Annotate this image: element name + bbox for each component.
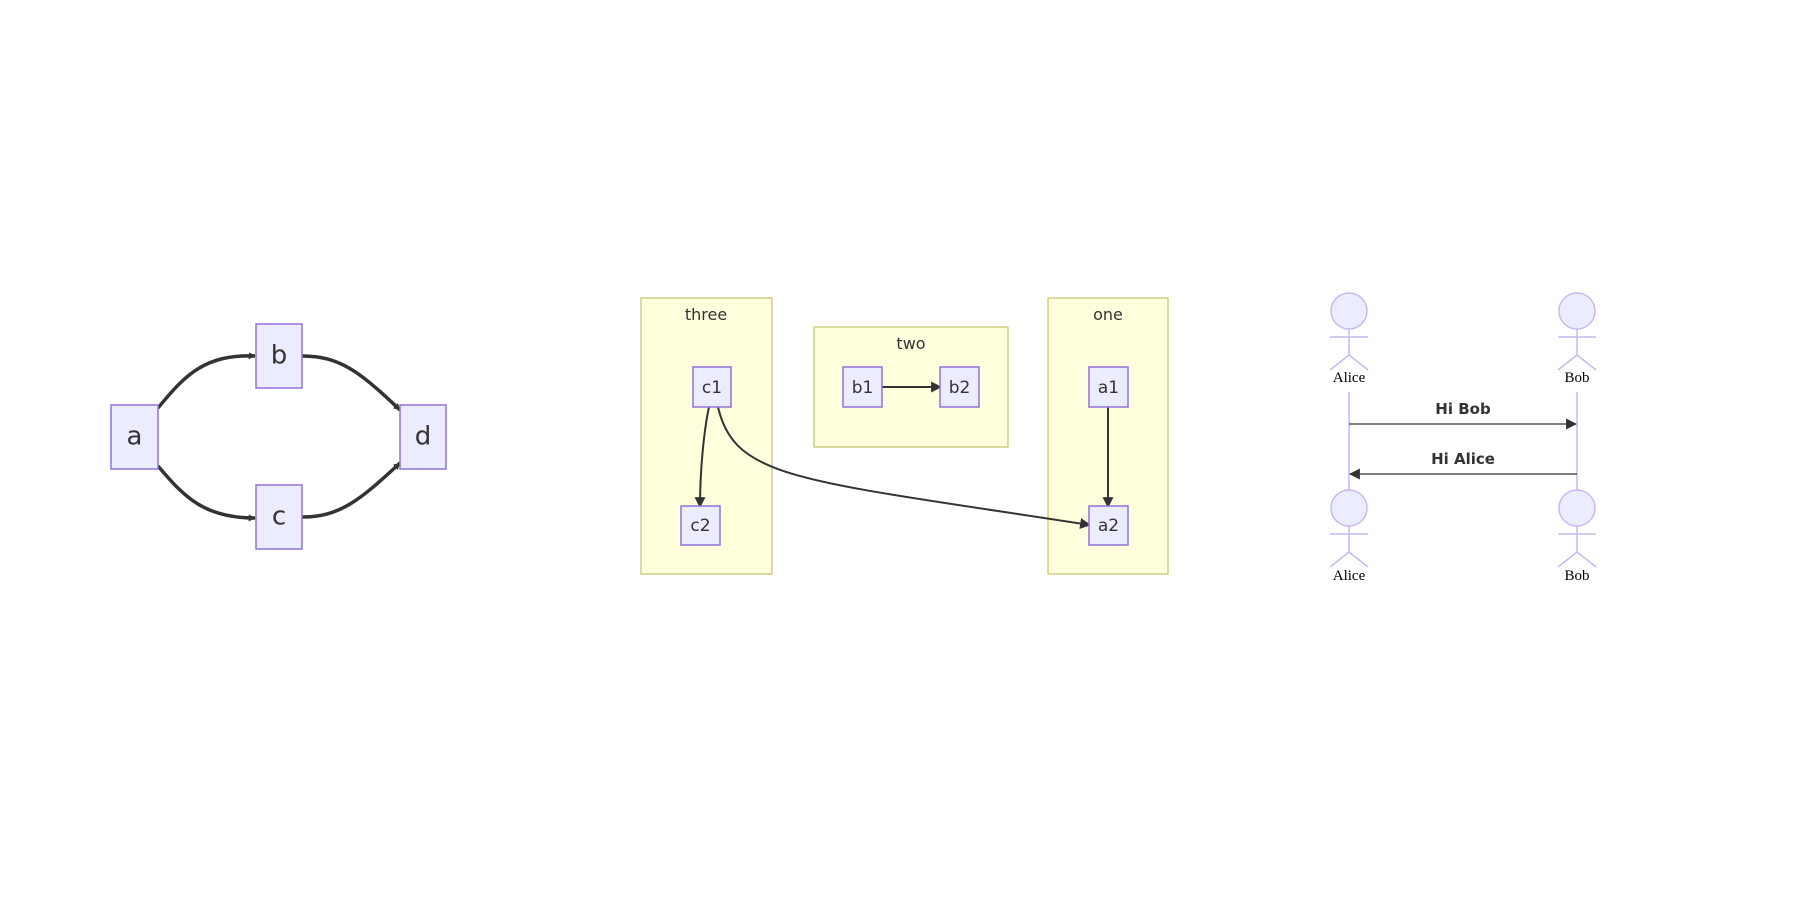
node-b1-label: b1 <box>852 378 874 398</box>
subgraph-one-label: one <box>1093 305 1123 324</box>
actor-alice-bottom: Alice <box>1329 489 1369 584</box>
node-c-label: c <box>272 502 286 532</box>
node-d-label: d <box>415 422 432 452</box>
edges <box>694 381 1114 529</box>
node-a: a <box>110 404 159 470</box>
actor-alice-top-label: Alice <box>1333 370 1366 386</box>
node-c2-label: c2 <box>690 516 710 536</box>
flowchart-diamond: a b c d <box>110 323 447 550</box>
node-c1-label: c1 <box>702 378 722 398</box>
edge-b-d <box>301 354 402 412</box>
message-2: Hi Alice <box>1348 450 1577 480</box>
actor-bob-bottom: Bob <box>1557 489 1597 584</box>
node-a1-label: a1 <box>1098 378 1119 398</box>
message-1: Hi Bob <box>1349 400 1578 430</box>
message-1-label: Hi Bob <box>1435 400 1491 418</box>
edges <box>156 352 402 522</box>
node-a-label: a <box>127 422 143 452</box>
actor-icon <box>1558 292 1596 330</box>
actor-bob-top: Bob <box>1557 292 1597 386</box>
actor-alice-bottom-label: Alice <box>1333 568 1366 584</box>
node-c: c <box>255 484 303 550</box>
node-b2: b2 <box>939 366 980 408</box>
message-2-label: Hi Alice <box>1431 450 1495 468</box>
actor-icon <box>1558 489 1596 527</box>
node-a2-label: a2 <box>1098 516 1119 536</box>
node-b2-label: b2 <box>949 378 971 398</box>
actor-alice-top: Alice <box>1329 292 1369 386</box>
edge-c1-a2 <box>717 406 1092 529</box>
subgraph-two-label: two <box>896 334 925 353</box>
edge-c1-c2 <box>694 406 710 509</box>
sequence-diagram: Alice Bob Hi Bob Hi Alice Alice <box>1329 292 1597 584</box>
flowchart-subgraphs: three two one c1 c2 b1 <box>640 297 1169 575</box>
actor-icon <box>1330 292 1368 330</box>
actor-bob-top-label: Bob <box>1564 370 1589 386</box>
edge-a-b <box>156 352 256 410</box>
actor-bob-bottom-label: Bob <box>1564 568 1589 584</box>
edge-a-c <box>156 464 256 522</box>
node-c2: c2 <box>680 505 721 546</box>
node-c1: c1 <box>692 366 732 408</box>
actor-icon <box>1330 489 1368 527</box>
node-a2: a2 <box>1088 505 1129 546</box>
node-b-label: b <box>271 341 288 371</box>
node-a1: a1 <box>1088 366 1129 408</box>
node-b1: b1 <box>842 366 883 408</box>
node-b: b <box>255 323 303 389</box>
node-d: d <box>399 404 447 470</box>
edge-c-d <box>301 461 402 519</box>
subgraph-three-label: three <box>685 305 727 324</box>
